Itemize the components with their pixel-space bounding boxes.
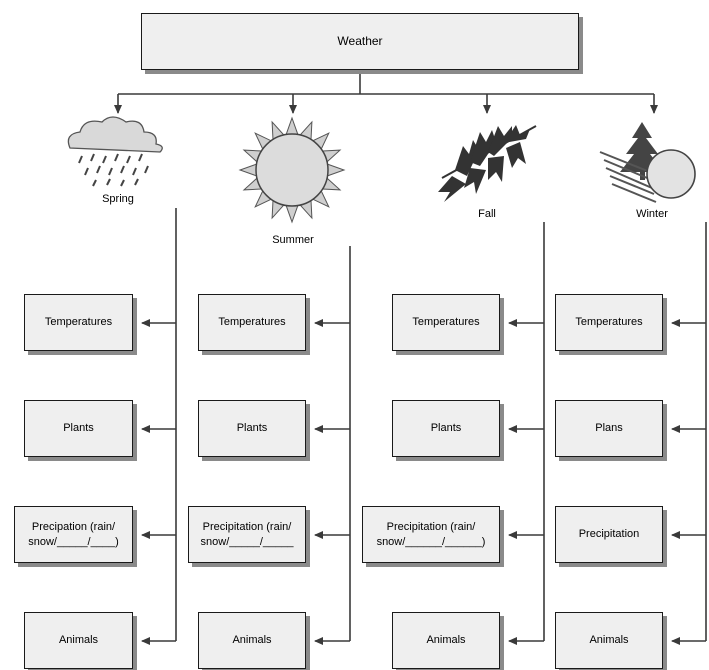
spring-temperatures-box: Temperatures <box>24 294 133 351</box>
rain-cloud-icon <box>67 116 163 187</box>
summer-plants-box: Plants <box>198 400 306 457</box>
title-box: Weather <box>141 13 579 70</box>
sun-icon <box>238 116 346 224</box>
fall-temperatures-box: Temperatures <box>392 294 500 351</box>
box-text: Plants <box>430 422 462 435</box>
leaf-branch-icon <box>438 125 537 202</box>
season-label-spring: Spring <box>102 193 134 205</box>
box-text: Animals <box>589 634 629 647</box>
summer-animals-box: Animals <box>198 612 306 669</box>
box-text: Plants <box>236 422 268 435</box>
box-text: Temperatures <box>44 316 113 329</box>
winter-animals-box: Animals <box>555 612 663 669</box>
season-label-summer: Summer <box>272 234 314 246</box>
box-text: Animals <box>58 634 99 647</box>
title-text: Weather <box>337 34 383 49</box>
spring-plants-box: Plants <box>24 400 133 457</box>
box-text: Animals <box>426 634 466 647</box>
summer-temperatures-box: Temperatures <box>198 294 306 351</box>
box-text: Temperatures <box>412 316 480 329</box>
box-text: Plans <box>595 422 623 435</box>
fall-precipitation-box: Precipitation (rain/ snow/______/______) <box>362 506 500 563</box>
summer-precipitation-box: Precipitation (rain/ snow/_____/_____ <box>188 506 306 563</box>
box-text: Temperatures <box>575 316 643 329</box>
box-text: Animals <box>232 634 272 647</box>
winter-precipitation-box: Precipitation <box>555 506 663 563</box>
spring-animals-box: Animals <box>24 612 133 669</box>
snowy-tree-icon <box>599 122 696 203</box>
fall-animals-box: Animals <box>392 612 500 669</box>
fall-plants-box: Plants <box>392 400 500 457</box>
box-text: Temperatures <box>218 316 286 329</box>
winter-temperatures-box: Temperatures <box>555 294 663 351</box>
box-text: Precipation (rain/ snow/_____/____) <box>28 520 119 548</box>
box-text: Precipitation <box>578 528 640 541</box>
spring-precipitation-box: Precipation (rain/ snow/_____/____) <box>14 506 133 563</box>
season-label-winter: Winter <box>636 208 668 220</box>
box-text: Precipitation (rain/ snow/_____/_____ <box>200 520 294 548</box>
box-text: Precipitation (rain/ snow/______/______) <box>376 520 486 548</box>
winter-plants-box: Plans <box>555 400 663 457</box>
season-label-fall: Fall <box>478 208 496 220</box>
box-text: Plants <box>63 422 94 435</box>
